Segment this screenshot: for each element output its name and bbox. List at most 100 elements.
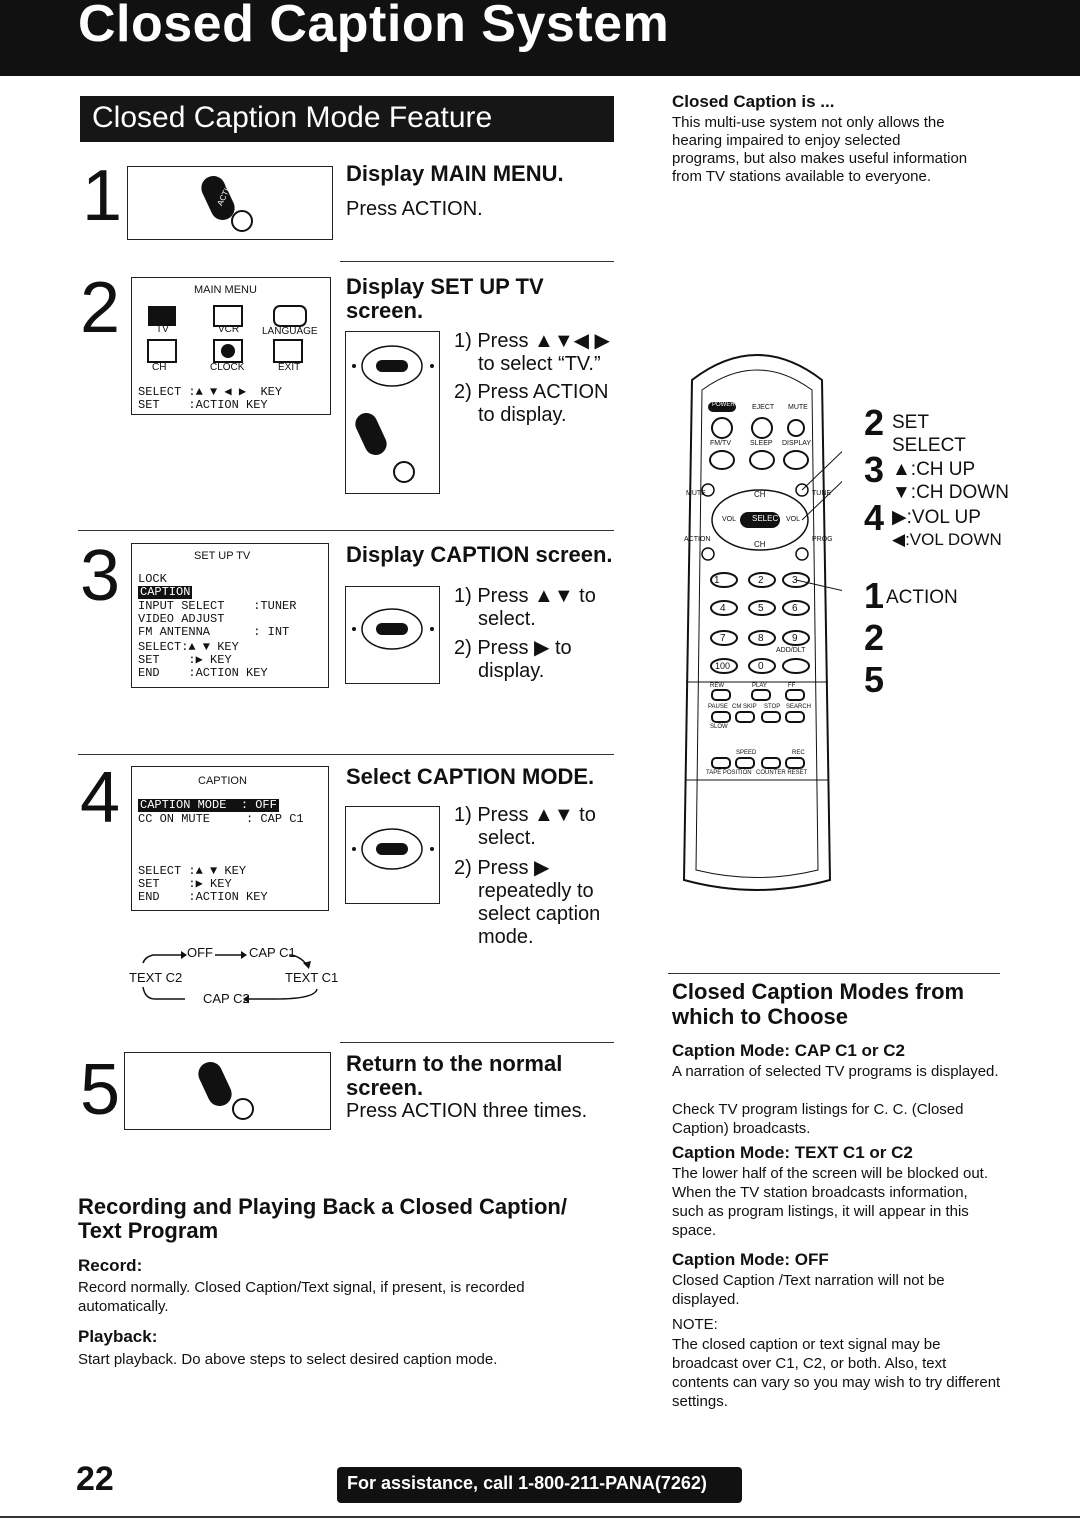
remote-button-label: MUTE	[788, 404, 808, 411]
divider	[668, 973, 1000, 974]
remote-control-drawing	[682, 354, 863, 891]
callout-label: ACTION	[886, 587, 958, 608]
setup-menu-line: END :ACTION KEY	[138, 666, 268, 680]
main-menu-title: MAIN MENU	[194, 284, 257, 296]
section-banner: Closed Caption Mode Feature	[80, 96, 614, 142]
setup-tv-screen: SET UP TV LOCK CAPTION INPUT SELECT :TUN…	[131, 543, 329, 688]
action-button-icon: ACTION	[201, 176, 253, 232]
step4-instr: mode.	[478, 926, 534, 948]
playback-text: Start playback. Do above steps to select…	[78, 1351, 498, 1368]
record-heading: Record:	[78, 1256, 143, 1275]
remote-button-label: POWER	[712, 402, 735, 408]
text-mode-heading: Caption Mode: TEXT C1 or C2	[672, 1143, 913, 1162]
remote-select-label: SELECT	[752, 514, 784, 523]
setup-menu-item: INPUT SELECT :TUNER	[138, 599, 297, 613]
remote-ch-label: CH	[754, 540, 766, 549]
playback-heading: Playback:	[78, 1327, 158, 1346]
setup-menu-item: LOCK	[138, 572, 167, 586]
remote-transport-label: CM SKIP	[732, 704, 757, 710]
note-text: The closed caption or text signal may be…	[672, 1336, 1001, 1410]
setup-menu-item: FM ANTENNA : INT	[138, 625, 290, 639]
remote-bottom-label: REC	[792, 750, 805, 756]
section-title: Closed Caption Mode Feature	[92, 101, 493, 134]
step4-instr: select caption	[478, 903, 601, 925]
cycle-mode-off: OFF	[187, 945, 213, 960]
remote-side-label: PROG	[812, 536, 833, 543]
remote-transport-label: SEARCH	[786, 704, 812, 710]
remote-number-label: 4	[720, 603, 726, 614]
cycle-mode-text-c2: TEXT C2	[129, 970, 183, 985]
main-menu-icon-label-clock: CLOCK	[210, 362, 245, 373]
remote-bottom-label: SPEED	[736, 750, 757, 756]
setup-menu-line: SET :▶ KEY	[138, 653, 232, 667]
callout-label: ▶:VOL UP	[892, 507, 981, 528]
cycle-mode-text-c1: TEXT C1	[285, 970, 339, 985]
remote-transport-label: STOP	[764, 704, 781, 710]
assistance-text: For assistance, call 1-800-211-PANA(7262…	[347, 1473, 707, 1493]
remote-number-label: 100	[715, 661, 731, 671]
callout-number: 1	[864, 575, 885, 616]
remote-button-label: EJECT	[752, 404, 775, 411]
step1-title: Display MAIN MENU.	[346, 161, 564, 186]
step4-instr: 1) Press ▲▼ to	[454, 804, 596, 826]
remote-number-label: 6	[792, 603, 798, 614]
remote-bottom-label: TAPE POSITION	[706, 770, 752, 776]
step4-instr: select.	[478, 827, 536, 849]
main-menu-screen: MAIN MENU TV VCR LANGUAGE CH CLOCK EXIT …	[131, 277, 331, 415]
caption-menu-item: CC ON MUTE : CAP C1	[138, 812, 304, 826]
cap-mode-text: Check TV program listings for C. C. (Clo…	[672, 1101, 964, 1137]
remote-transport-label: PLAY	[752, 683, 767, 689]
record-text: Record normally. Closed Caption/Text sig…	[78, 1279, 525, 1315]
main-menu-icon-label-tv: TV	[156, 324, 169, 335]
step5-title-cont: screen.	[346, 1075, 424, 1100]
remote-side-label: ACTION	[684, 536, 711, 543]
dpad-icon	[352, 828, 434, 870]
remote-side-label: MUTE	[686, 490, 706, 497]
main-menu-icon-label-ch: CH	[152, 362, 167, 373]
cap-mode-heading: Caption Mode: CAP C1 or C2	[672, 1041, 905, 1060]
divider	[340, 1042, 614, 1043]
setup-menu-item: VIDEO ADJUST	[138, 612, 225, 626]
callout-label: ▼:CH DOWN	[892, 482, 1009, 503]
remote-number-label: 7	[720, 633, 726, 644]
main-menu-icon-label-exit: EXIT	[278, 362, 301, 373]
remote-number-label: 2	[758, 575, 764, 586]
divider	[78, 530, 614, 531]
remote-transport-label: PAUSE	[708, 704, 728, 710]
bottom-rule	[0, 1516, 1080, 1518]
cc-is-line: This multi-use system not only allows th…	[672, 114, 945, 131]
callout-label: SELECT	[892, 435, 966, 456]
remote-transport-label: SLOW	[710, 724, 728, 730]
main-menu-line: SELECT :▲ ▼ ◀ ▶ KEY	[138, 385, 283, 399]
step-number-4: 4	[80, 758, 121, 838]
remote-transport-label: FF	[788, 683, 796, 689]
cc-is-line: programs, but also makes useful informat…	[672, 150, 968, 167]
callout-label: ◀:VOL DOWN	[892, 530, 1002, 549]
recording-title-cont: Text Program	[78, 1218, 219, 1243]
remote-number-label: 3	[792, 575, 798, 586]
step4-dpad-illustration	[345, 806, 440, 904]
step-number-1: 1	[82, 156, 123, 236]
step-number-5: 5	[80, 1050, 121, 1130]
caption-menu-line: SELECT :▲ ▼ KEY	[138, 864, 247, 878]
remote-transport-label: REW	[710, 683, 724, 689]
remote-number-label: 0	[758, 661, 764, 672]
callout-number: 5	[864, 659, 885, 700]
page-number: 22	[76, 1460, 114, 1498]
step3-title: Display CAPTION screen.	[346, 542, 613, 567]
step1-text: Press ACTION.	[346, 198, 483, 220]
action-button-icon	[198, 1062, 254, 1120]
cycle-arrows	[142, 951, 318, 1003]
step3-dpad-illustration	[345, 586, 440, 684]
assistance-banner: For assistance, call 1-800-211-PANA(7262…	[337, 1467, 742, 1503]
cap-mode-text: A narration of selected TV programs is d…	[672, 1063, 999, 1080]
off-mode-heading: Caption Mode: OFF	[672, 1250, 829, 1269]
remote-button-label: SLEEP	[750, 440, 773, 447]
callout-number: 2	[864, 617, 885, 658]
divider	[78, 754, 614, 755]
note-heading: NOTE:	[672, 1316, 718, 1333]
cc-is-line: from TV stations available to everyone.	[672, 168, 932, 185]
remote-number-label: 1	[714, 575, 720, 586]
dpad-icon	[352, 608, 434, 650]
remote-number-label: 9	[792, 633, 798, 644]
